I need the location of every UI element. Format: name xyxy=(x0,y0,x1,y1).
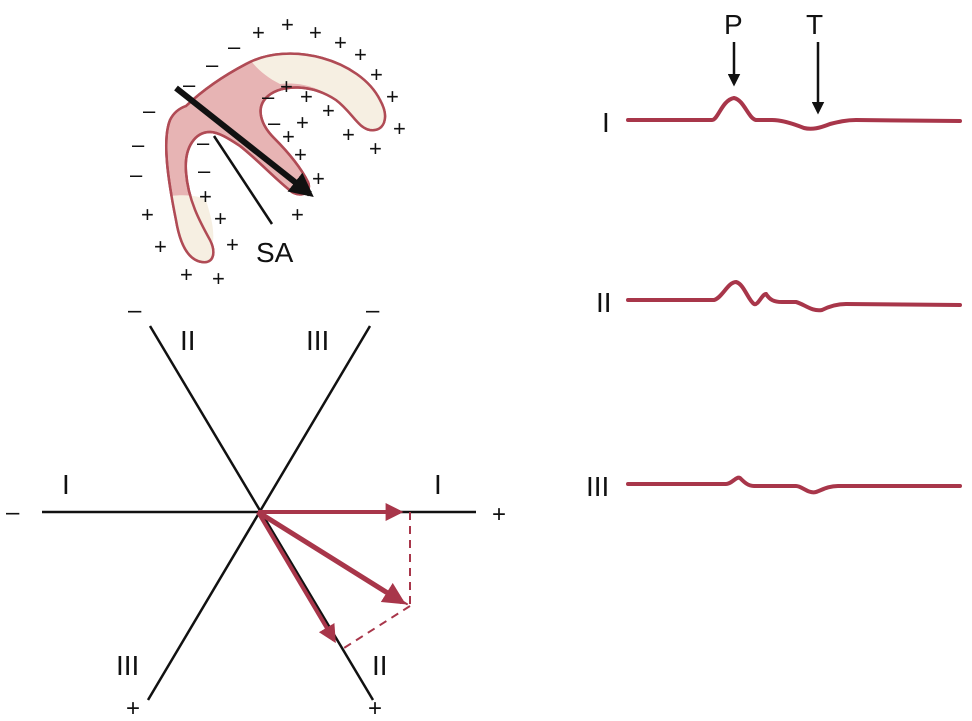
plus-sign: + xyxy=(322,98,335,123)
ecg-traces: P T I II III xyxy=(586,9,962,502)
heart-minus-signs: – – – – – – – – – – xyxy=(130,34,281,187)
minus-sign: – xyxy=(228,34,241,59)
plus-sign: + xyxy=(291,202,304,227)
plus-sign: + xyxy=(312,166,325,191)
plus-sign: + xyxy=(386,84,399,109)
plus-sign: + xyxy=(214,206,227,231)
ecg-lead-label: III xyxy=(586,471,609,502)
heart-light-region-right xyxy=(252,53,385,131)
depolarization-vector-arrow xyxy=(174,85,314,197)
plus-sign: + xyxy=(180,262,193,287)
minus-sign: – xyxy=(132,132,145,157)
dashed-projection-lead-II xyxy=(343,605,411,649)
minus-sign: – xyxy=(262,84,275,109)
sa-label: SA xyxy=(256,237,294,268)
heart-illustration: SA – – – – – – – – – – + + + + + + + + +… xyxy=(130,12,406,291)
plus-sign: + xyxy=(281,12,294,37)
plus-sign: + xyxy=(393,116,406,141)
plus-sign: + xyxy=(282,124,295,149)
plus-sign: + xyxy=(354,42,367,67)
minus-sign: – xyxy=(268,110,281,135)
heart-plus-signs: + + + + + + + + + + + + + + + + + + + + … xyxy=(141,12,406,291)
p-wave-marker-label: P xyxy=(724,9,743,40)
minus-sign: – xyxy=(143,98,156,123)
plus-sign: + xyxy=(280,74,293,99)
plus-sign: + xyxy=(369,136,382,161)
minus-sign: – xyxy=(130,162,143,187)
ecg-trace-lead-I xyxy=(626,95,962,131)
t-wave-marker-label: T xyxy=(806,9,823,40)
minus-sign: – xyxy=(197,130,210,155)
minus-sign: – xyxy=(183,72,196,97)
lead-III-plus-sign: + xyxy=(126,695,140,721)
sa-pointer-line xyxy=(212,135,274,225)
plus-sign: + xyxy=(334,30,347,55)
plus-sign: + xyxy=(212,266,225,291)
ecg-lead-label: I xyxy=(602,107,610,138)
plus-sign: + xyxy=(141,202,154,227)
ecg-trace-lead-II xyxy=(626,279,962,313)
lead-II-minus-sign: – xyxy=(128,297,142,324)
plus-sign: + xyxy=(226,232,239,257)
lead-III-top-label: III xyxy=(306,325,329,356)
lead-II-plus-sign: + xyxy=(368,695,382,721)
dashed-mean-guide xyxy=(257,511,411,607)
plus-sign: + xyxy=(296,110,309,135)
ecg-lead-label: II xyxy=(596,287,612,318)
plus-sign: + xyxy=(370,62,383,87)
lead-I-right-label: I xyxy=(434,469,442,500)
plus-sign: + xyxy=(309,20,322,45)
lead-axis-system: I I II II III III – + – – + + xyxy=(6,297,506,721)
lead-I-plus-sign: + xyxy=(492,501,506,528)
projection-vector-lead-II xyxy=(256,510,336,644)
lead-III-bottom-label: III xyxy=(116,650,139,681)
minus-sign: – xyxy=(206,52,219,77)
heart-light-region-left xyxy=(170,195,214,263)
plus-sign: + xyxy=(294,142,307,167)
lead-III-minus-sign: – xyxy=(366,297,380,324)
plus-sign: + xyxy=(300,84,313,109)
lead-I-minus-sign: – xyxy=(6,499,20,526)
lead-II-top-label: II xyxy=(180,325,196,356)
lead-II-bottom-label: II xyxy=(372,650,388,681)
plus-sign: + xyxy=(342,122,355,147)
ecg-trace-lead-III xyxy=(626,475,962,495)
plus-sign: + xyxy=(199,184,212,209)
minus-sign: – xyxy=(198,158,211,183)
plus-sign: + xyxy=(154,234,167,259)
plus-sign: + xyxy=(252,20,265,45)
lead-I-left-label: I xyxy=(62,469,70,500)
